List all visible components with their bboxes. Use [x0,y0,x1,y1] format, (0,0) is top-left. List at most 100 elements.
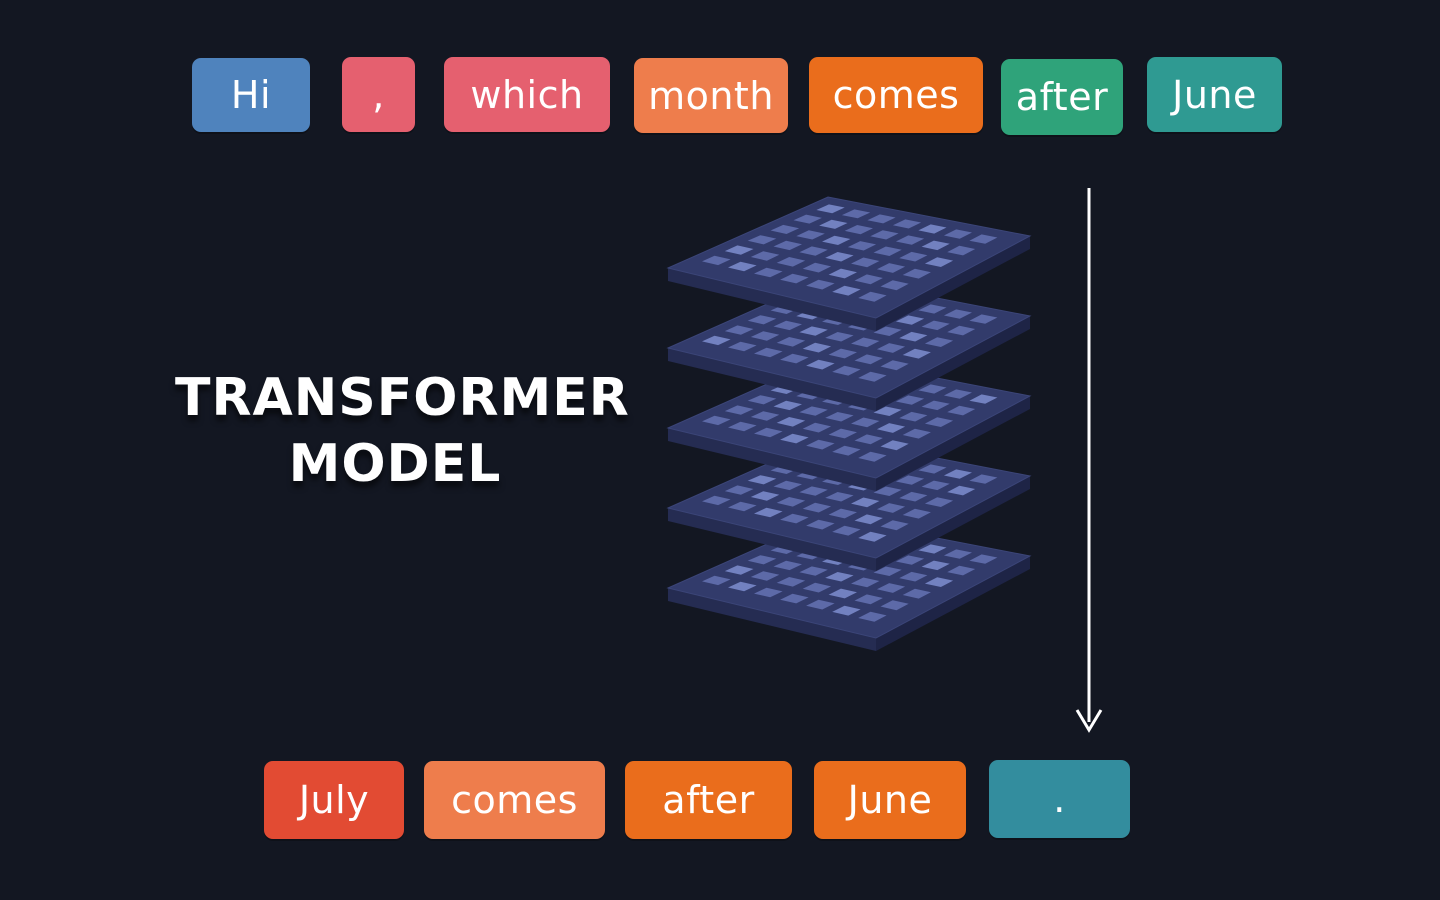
output-token-text: . [1053,777,1066,821]
transformer-layer [666,276,1032,411]
layer-cell [828,428,857,439]
layer-cell [854,594,883,605]
layer-cell [780,593,809,604]
layer-cell [724,405,754,415]
layer-cell [841,209,871,219]
layer-cell [858,531,887,542]
layer-cell [918,224,947,234]
layer-cell [825,332,854,342]
layer-cell [902,268,931,279]
layer-cell [832,445,861,456]
layer-cell [899,251,928,262]
layer-cell [828,268,857,279]
layer-cell [806,519,835,530]
model-title: TRANSFORMER MODEL [175,365,630,497]
layer-cell [943,549,972,559]
layer-cell [902,428,931,439]
output-token-text: July [298,778,370,822]
layer-cell [802,262,832,273]
layer-cell [780,273,809,284]
layer-cell [806,599,835,610]
layer-cell [728,581,757,592]
layer-cell [773,400,802,411]
layer-cell [918,384,947,394]
layer-cell [880,360,909,371]
layer-cell [750,491,780,501]
layer-cell [799,566,828,576]
layer-cell [854,434,883,445]
layer-cell [825,572,854,582]
output-token-text: comes [451,778,578,822]
arrow-down-icon [1075,188,1103,733]
layer-cell [802,342,832,353]
layer-cell [832,605,861,616]
layer-cell [899,571,928,582]
output-token: comes [424,761,605,839]
layer-cell [876,583,906,593]
layer-cell [776,417,806,427]
layer-cell [728,421,757,432]
layer-side-left [668,508,876,571]
layer-cell [943,309,972,319]
layer-cell [947,485,976,496]
layer-cell [876,423,906,433]
input-token: comes [809,57,983,133]
layer-cell [921,240,950,251]
layer-cell [747,315,777,325]
layer-cell [754,267,783,278]
transformer-layer [666,196,1032,331]
layer-cell [728,501,757,512]
layer-cell [825,492,854,502]
layer-cell [895,395,925,405]
layer-cell [943,389,972,399]
output-token-text: June [847,778,933,822]
layer-cell [728,261,757,272]
input-token: Hi [192,58,310,132]
layer-cell [876,503,906,513]
layer-cell [858,451,887,462]
layer-cell [702,495,731,506]
layer-side-right [876,396,1030,491]
layer-cell [895,475,925,485]
layer-cell [851,417,880,428]
input-token: which [444,57,610,132]
layer-cell [776,497,806,507]
layer-cell [895,555,925,565]
layer-cell [747,395,777,405]
output-token: July [264,761,404,839]
layer-cell [947,405,976,416]
layer-cell [819,219,848,229]
layer-cell [799,406,828,416]
layer-cell [747,555,777,565]
layer-cell [873,246,902,256]
layer-cell [924,417,954,427]
layer-cell [724,325,754,335]
layer-cell [858,291,887,302]
layer-cell [943,229,972,239]
model-title-line2: MODEL [288,434,502,494]
layer-cell [832,285,861,296]
layer-cell [776,577,806,587]
layer-cell [858,371,887,382]
layer-cell [921,400,950,411]
layer-cell [969,474,998,484]
layer-cell [799,246,828,256]
layer-cell [825,412,854,422]
input-token: , [342,57,415,132]
output-token-text: after [662,778,755,822]
layer-cell [969,394,998,404]
layer-cell [802,502,832,513]
layer-cell [828,508,857,519]
layer-side-left [668,588,876,651]
layer-cell [844,225,873,235]
input-token-text: , [372,72,385,117]
model-title-line1: TRANSFORMER [175,368,630,428]
layer-cell [806,439,835,450]
layer-cell [754,507,783,518]
layer-cell [747,235,777,245]
layer-cell [702,255,731,266]
layer-cell [895,315,925,325]
layer-cell [880,600,909,611]
